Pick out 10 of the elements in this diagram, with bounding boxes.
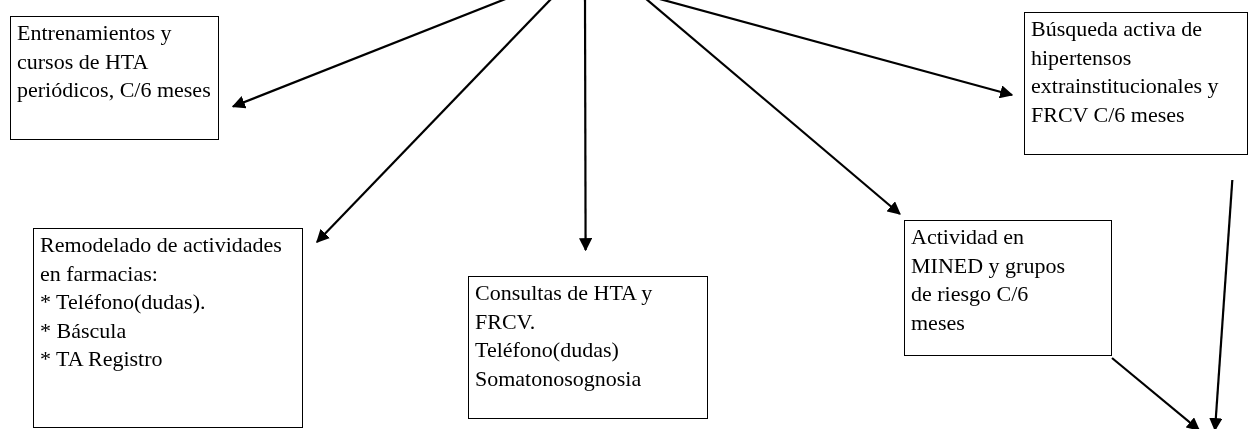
arrow bbox=[1111, 357, 1200, 429]
text-box: Consultas de HTA y FRCV. Teléfono(dudas) Somatonosognosia bbox=[468, 276, 708, 419]
text-box: Remodelado de actividades en farmacias: * Teléfono(dudas). * Báscula * TA Registro bbox=[33, 228, 303, 428]
arrow bbox=[644, 0, 901, 215]
text-box: Actividad en MINED y grupos de riesgo C/6 meses bbox=[904, 220, 1112, 356]
arrow bbox=[316, 0, 553, 243]
arrow bbox=[578, 0, 593, 252]
text-box: Entrenamientos y cursos de HTA periódicos, C/6 meses bbox=[10, 16, 219, 140]
arrow bbox=[1209, 179, 1234, 429]
text-box: Búsqueda activa de hipertensos extrainstitucionales y FRCV C/6 meses bbox=[1024, 12, 1248, 155]
